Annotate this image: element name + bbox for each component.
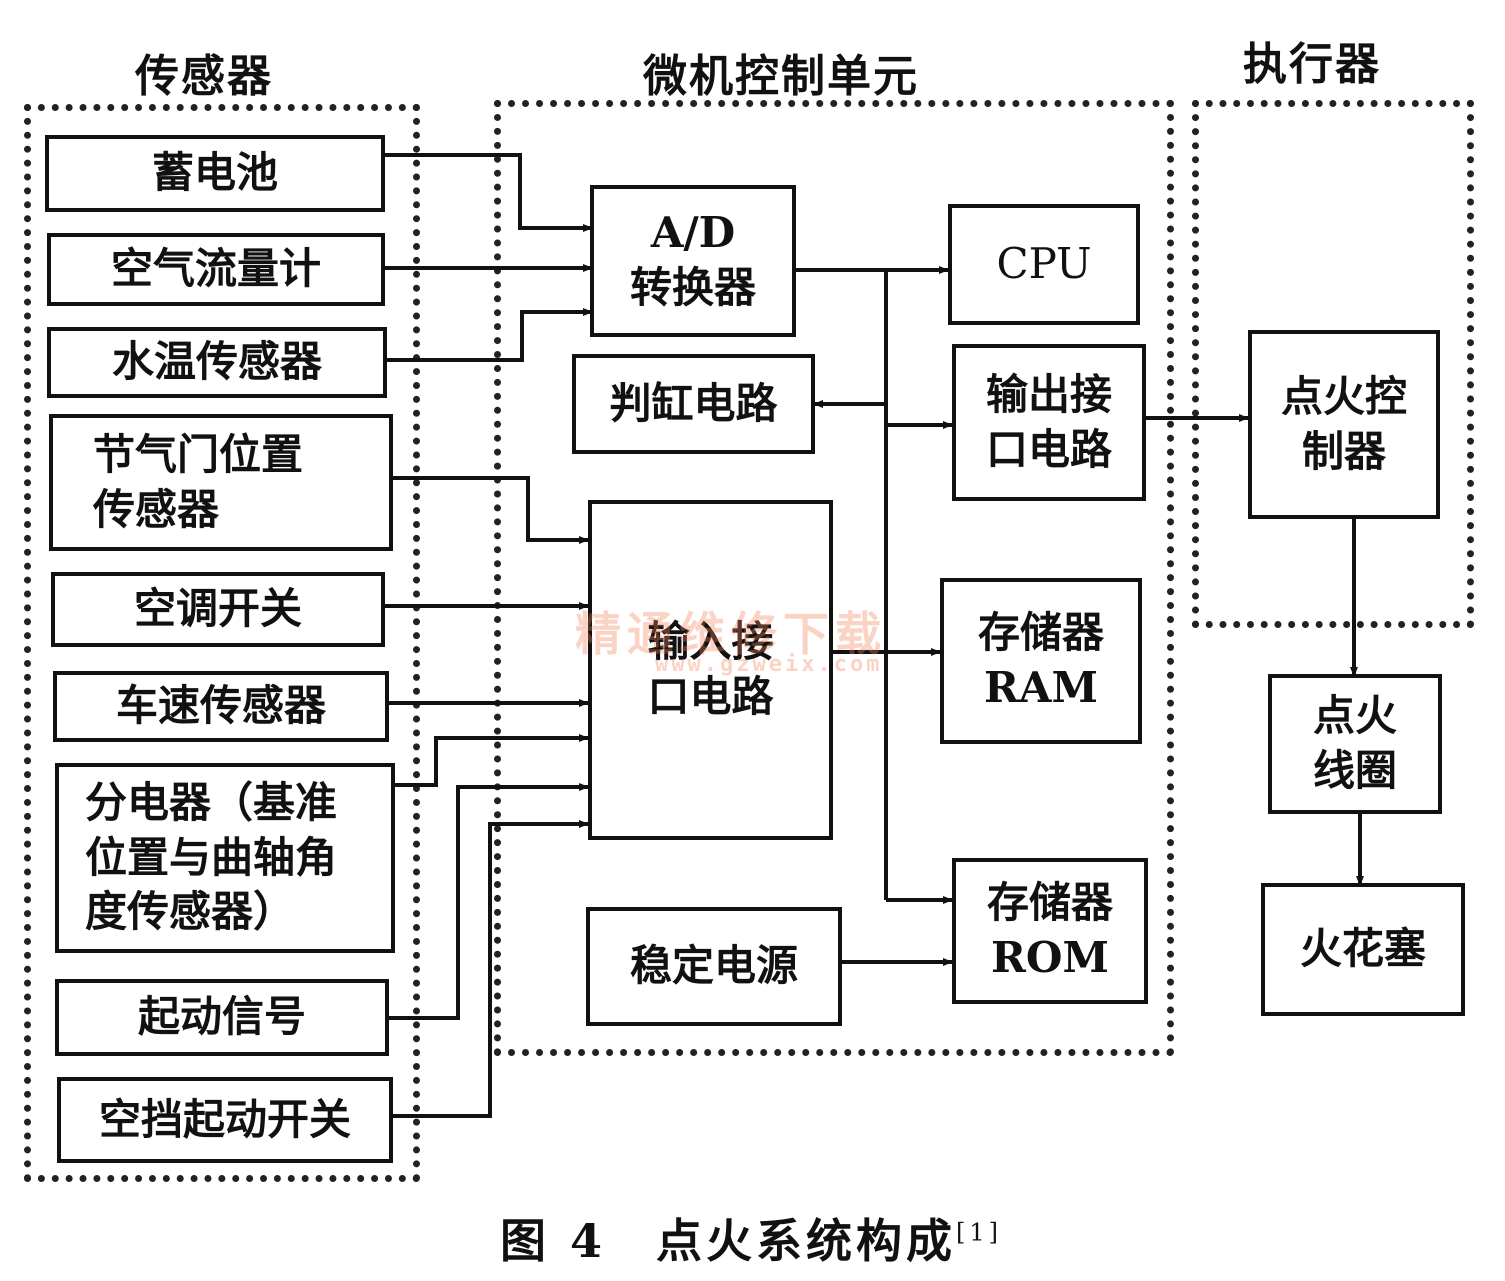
sensors-group: [24, 104, 420, 1182]
battery-label: 蓄电池: [151, 148, 278, 198]
rom-label: 存储器 ROM: [986, 878, 1113, 982]
water-temp-sensor-label: 水温传感器: [111, 337, 322, 387]
actuators-header: 执行器: [1243, 39, 1381, 90]
spark-plug-label: 火花塞: [1299, 924, 1426, 974]
actuators-group: [1192, 100, 1474, 628]
figure-caption-ref: [1]: [956, 1218, 1003, 1247]
ignition-coil-label: 点火 线圈: [1312, 691, 1397, 795]
ram-label: 存储器 RAM: [977, 608, 1104, 712]
cpu-label: CPU: [996, 239, 1092, 289]
airflow-meter-box: 空气流量计: [47, 233, 385, 306]
ad-converter-label: A/D 转换器: [629, 208, 756, 312]
ac-switch-label: 空调开关: [133, 584, 302, 634]
speed-sensor-box: 车速传感器: [53, 671, 389, 742]
distributor-sensor-box: 分电器（基准 位置与曲轴角 度传感器）: [55, 763, 395, 953]
ignition-controller-label: 点火控 制器: [1280, 371, 1407, 476]
watermark-url: www.gzweix.com: [655, 652, 883, 677]
watermark-text: 精通维修下载: [575, 607, 887, 661]
regulated-power-supply-box: 稳定电源: [586, 907, 842, 1026]
neutral-start-switch-label: 空挡起动开关: [98, 1094, 351, 1144]
ecu-group: [494, 100, 1174, 1056]
spark-plug-box: 火花塞: [1261, 883, 1465, 1016]
output-interface-label: 输出接 口电路: [985, 369, 1112, 474]
ignition-coil-box: 点火 线圈: [1268, 674, 1442, 814]
ad-converter-box: A/D 转换器: [590, 185, 796, 337]
neutral-start-switch-box: 空挡起动开关: [57, 1077, 393, 1163]
cpu-box: CPU: [948, 204, 1140, 325]
water-temp-sensor-box: 水温传感器: [47, 327, 387, 398]
ram-box: 存储器 RAM: [940, 578, 1142, 744]
throttle-position-sensor-label: 节气门位置 传感器: [93, 429, 304, 534]
airflow-meter-label: 空气流量计: [110, 244, 321, 294]
input-interface-box: 输入接 口电路: [588, 500, 833, 840]
throttle-position-sensor-box: 节气门位置 传感器: [49, 414, 393, 551]
ac-switch-box: 空调开关: [51, 572, 385, 647]
start-signal-label: 起动信号: [137, 992, 306, 1042]
figure-caption: 图 4 点火系统构成[1]: [500, 1205, 1002, 1271]
distributor-sensor-label: 分电器（基准 位置与曲轴角 度传感器）: [85, 778, 338, 937]
ignition-controller-box: 点火控 制器: [1248, 330, 1440, 519]
sensors-header: 传感器: [135, 51, 273, 102]
regulated-power-supply-label: 稳定电源: [629, 941, 798, 991]
rom-box: 存储器 ROM: [952, 858, 1148, 1004]
ecu-header: 微机控制单元: [643, 51, 919, 102]
cylinder-identification-box: 判缸电路: [572, 354, 815, 454]
cylinder-identification-label: 判缸电路: [609, 378, 778, 428]
start-signal-box: 起动信号: [55, 979, 389, 1056]
output-interface-box: 输出接 口电路: [952, 344, 1146, 501]
speed-sensor-label: 车速传感器: [115, 681, 326, 731]
figure-caption-text: 图 4 点火系统构成: [500, 1214, 957, 1268]
input-interface-label: 输入接 口电路: [647, 617, 774, 721]
battery-box: 蓄电池: [45, 135, 385, 212]
